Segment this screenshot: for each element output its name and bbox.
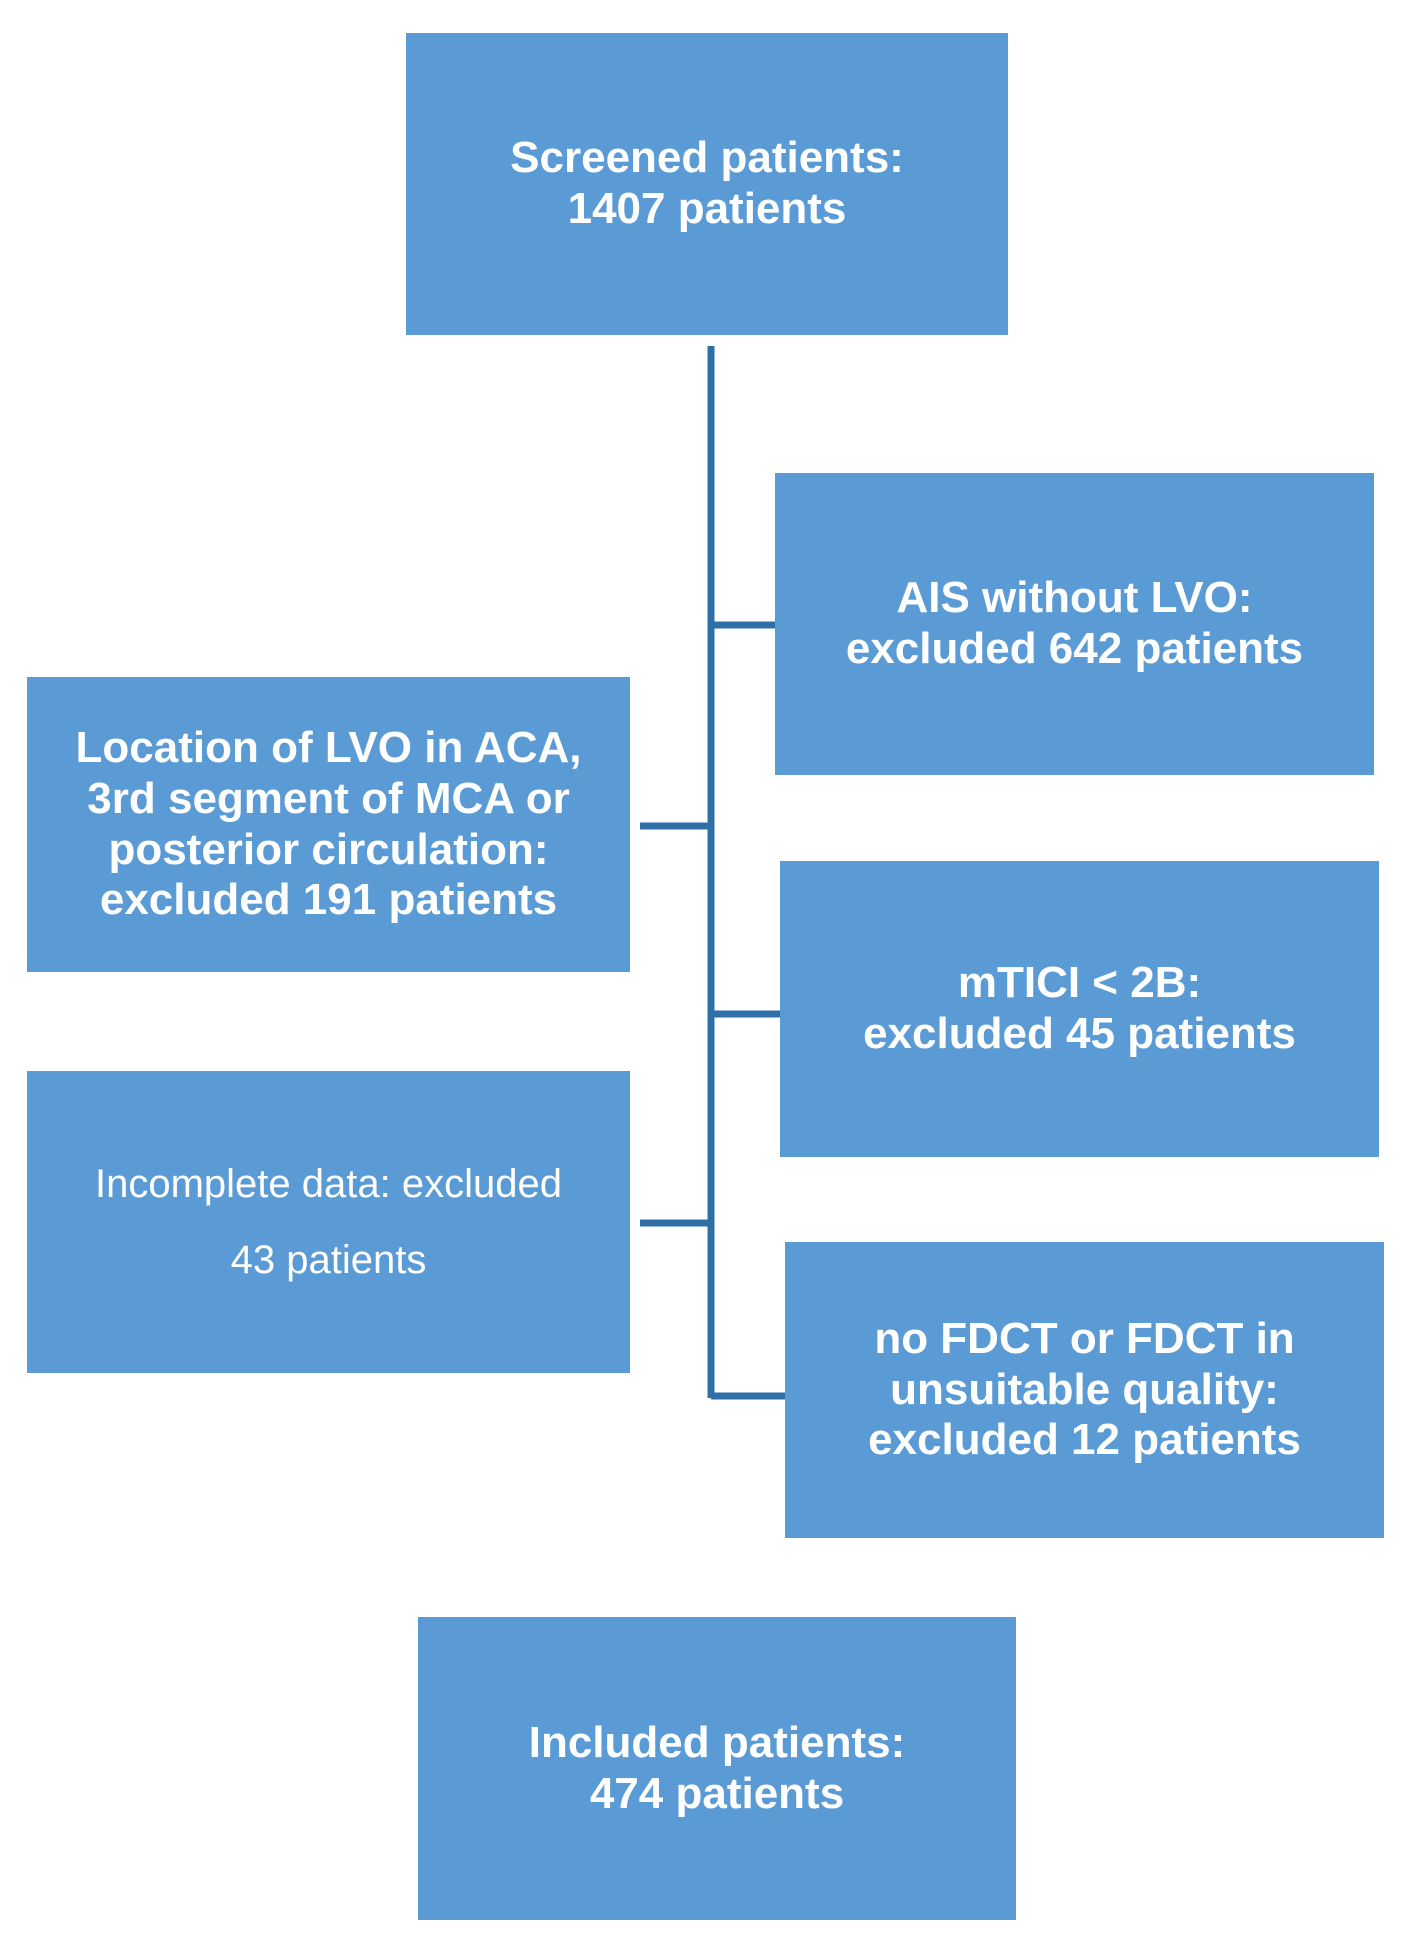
location-of-lvo-line-4: excluded 191 patients [99,875,558,925]
included-patients-line-1: Included patients: [528,1717,906,1767]
ais-without-lvo-line-1: AIS without LVO: [896,573,1253,623]
included-patients-box: Included patients: 474 patients [418,1617,1016,1920]
no-fdct-line-1: no FDCT or FDCT in [874,1314,1295,1364]
screened-patients-line-1: Screened patients: [510,133,904,183]
location-of-lvo-line-1: Location of LVO in ACA, [75,723,582,773]
location-of-lvo-line-2: 3rd segment of MCA or [87,773,570,823]
ais-without-lvo-box: AIS without LVO: excluded 642 patients [775,473,1374,775]
mtici-line-1: mTICI < 2B: [957,958,1202,1008]
screened-patients-line-2: 1407 patients [567,184,847,233]
incomplete-data-line-1: Incomplete data: excluded [95,1162,562,1206]
included-patients-line-2: 474 patients [589,1768,845,1818]
no-fdct-line-2: unsuitable quality: [890,1364,1279,1414]
ais-without-lvo-line-2: excluded 642 patients [845,624,1304,673]
no-fdct-line-3: excluded 12 patients [868,1415,1301,1465]
incomplete-data-box: Incomplete data: excluded 43 patients [27,1071,630,1373]
location-of-lvo-box: Location of LVO in ACA, 3rd segment of M… [27,677,630,972]
screened-patients-box: Screened patients: 1407 patients [406,33,1008,335]
location-of-lvo-line-3: posterior circulation: [108,824,549,874]
incomplete-data-line-2: 43 patients [230,1238,427,1282]
mtici-box: mTICI < 2B: excluded 45 patients [780,861,1379,1157]
no-fdct-box: no FDCT or FDCT in unsuitable quality: e… [785,1242,1384,1538]
mtici-line-2: excluded 45 patients [863,1009,1296,1058]
